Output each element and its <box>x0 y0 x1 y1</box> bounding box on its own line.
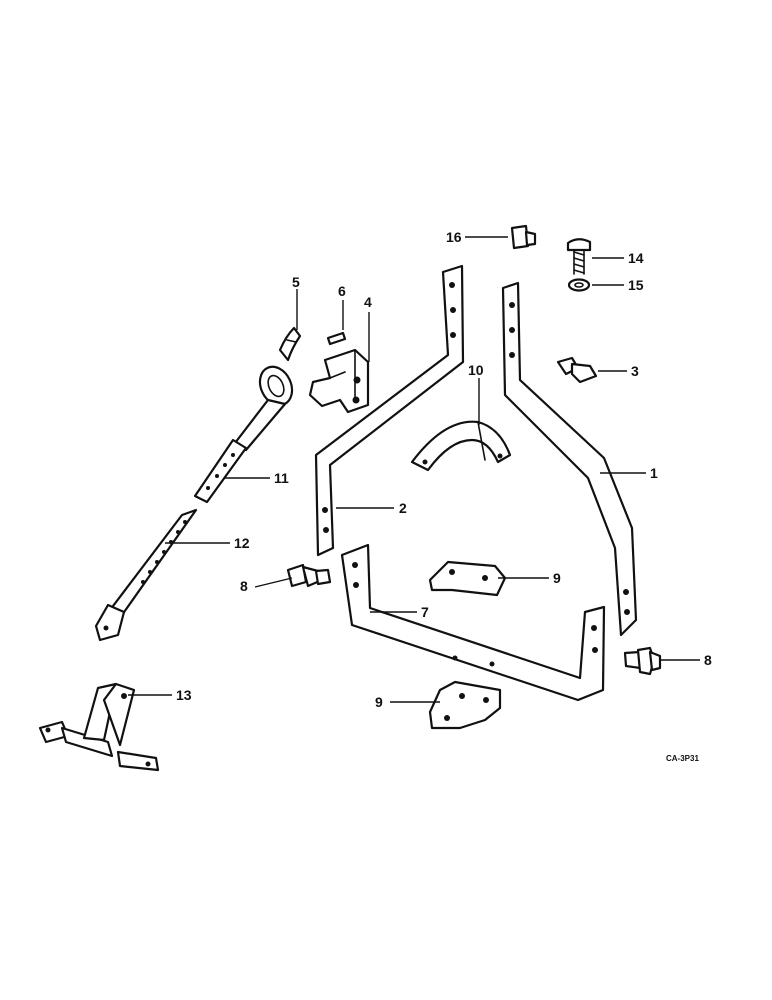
eye-rod <box>193 365 294 504</box>
callout-9-lower: 9 <box>375 694 383 710</box>
support-bar-right <box>501 281 638 637</box>
callout-8-left: 8 <box>240 578 248 594</box>
callout-1: 1 <box>650 465 658 481</box>
support-bar-left <box>314 264 465 557</box>
callout-15: 15 <box>628 277 644 293</box>
bolt-left <box>286 563 332 588</box>
saddle-bracket <box>410 420 512 472</box>
bolt-right <box>623 646 662 676</box>
mounting-plate-lower <box>428 680 502 730</box>
callout-7: 7 <box>421 604 429 620</box>
adjustable-link-bar <box>94 508 198 642</box>
washer <box>567 278 591 292</box>
pin <box>556 356 598 384</box>
callout-3: 3 <box>631 363 639 379</box>
callout-12: 12 <box>234 535 250 551</box>
callout-8-right: 8 <box>704 652 712 668</box>
screw <box>510 224 537 250</box>
callout-9-upper: 9 <box>553 570 561 586</box>
callout-6: 6 <box>338 283 346 299</box>
leader-lines <box>128 236 700 703</box>
latch-block <box>308 348 370 414</box>
callout-11: 11 <box>274 470 289 486</box>
callout-13: 13 <box>176 687 192 703</box>
clip <box>278 326 302 362</box>
callout-14: 14 <box>628 250 644 266</box>
plug-bolt <box>566 238 592 275</box>
mounting-plate-upper <box>428 560 507 597</box>
u-frame <box>340 543 606 702</box>
figure-code: CA-3P31 <box>666 754 699 763</box>
callout-labels: 1 2 3 4 5 6 7 8 8 9 9 10 11 12 13 14 15 … <box>176 229 712 763</box>
hitch-bracket <box>38 682 160 772</box>
callout-5: 5 <box>292 274 300 290</box>
callout-2: 2 <box>399 500 407 516</box>
callout-10: 10 <box>468 362 484 378</box>
spring-pin <box>326 331 347 346</box>
callout-16: 16 <box>446 229 462 245</box>
callout-4: 4 <box>364 294 372 310</box>
